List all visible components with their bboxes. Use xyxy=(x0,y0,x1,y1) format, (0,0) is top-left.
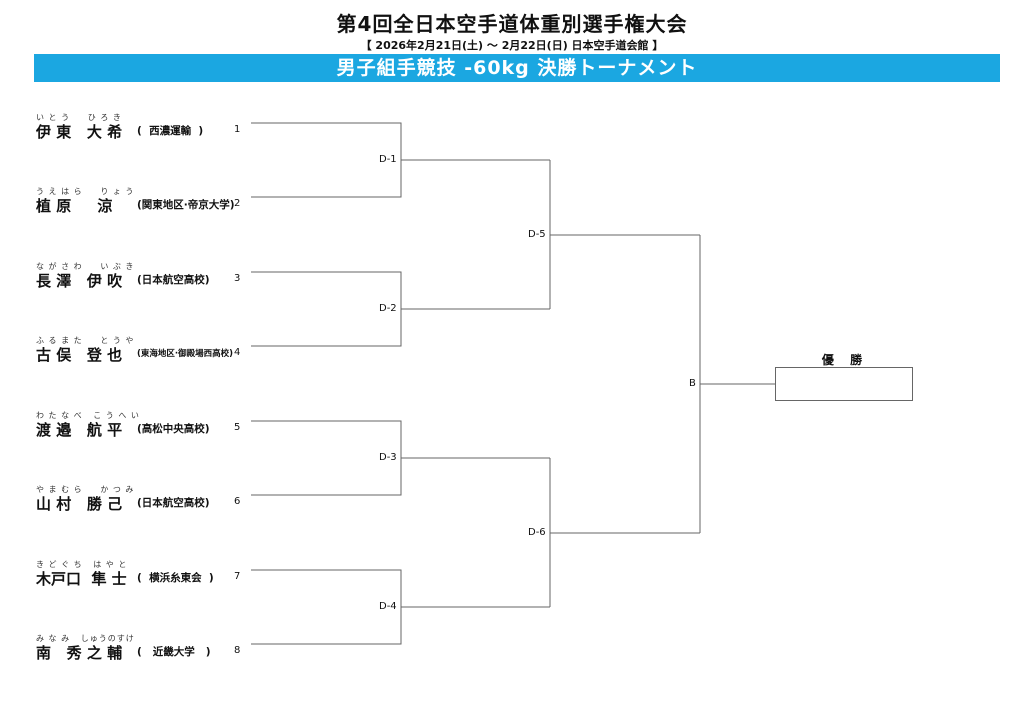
entry-seed: 1 xyxy=(234,124,241,135)
entry-team: (東海地区·御殿場西高校) xyxy=(137,349,233,359)
entry-team: ( 近畿大学 ) xyxy=(137,646,211,658)
match-label-d6: D-6 xyxy=(528,527,546,538)
entry-name: 南 秀 之 輔 xyxy=(36,644,123,662)
match-label-d5: D-5 xyxy=(528,229,546,240)
entry-4: ふ る ま た と う や 古 俣 登 也 (東海地区·御殿場西高校) 4 xyxy=(36,335,256,365)
match-label-d4: D-4 xyxy=(379,601,397,612)
entry-name: 伊 東 大 希 xyxy=(36,123,123,141)
entry-name: 長 澤 伊 吹 xyxy=(36,272,123,290)
entry-ruby: み な み しゅうのすけ xyxy=(36,634,135,643)
entry-name: 植 原 涼 xyxy=(36,197,113,215)
entry-team: ( 横浜糸東会 ) xyxy=(137,572,214,584)
match-label-d2: D-2 xyxy=(379,303,397,314)
event-date-venue: 【 2026年2月21日(土) ～ 2月22日(日) 日本空手道会館 】 xyxy=(360,39,664,52)
match-label-b: B xyxy=(689,378,696,389)
entry-2: う え は ら り ょ う 植 原 涼 (関東地区·帝京大学) 2 xyxy=(36,186,256,216)
entry-ruby: き ど ぐ ち は や と xyxy=(36,560,128,569)
entry-name: 木戸口 隼 士 xyxy=(36,570,127,588)
entry-team: ( 西濃運輸 ) xyxy=(137,125,204,137)
entry-seed: 8 xyxy=(234,645,241,656)
entry-seed: 5 xyxy=(234,422,241,433)
entry-ruby: い と う ひ ろ き xyxy=(36,113,122,122)
entry-team: (高松中央高校) xyxy=(137,423,210,435)
entry-8: み な み しゅうのすけ 南 秀 之 輔 ( 近畿大学 ) 8 xyxy=(36,633,256,663)
entry-seed: 3 xyxy=(234,273,241,284)
champion-box xyxy=(775,367,913,401)
entry-name: 山 村 勝 己 xyxy=(36,495,123,513)
entry-3: な が さ わ い ぶ き 長 澤 伊 吹 (日本航空高校) 3 xyxy=(36,261,256,291)
entry-6: や ま む ら か つ み 山 村 勝 己 (日本航空高校) 6 xyxy=(36,484,256,514)
match-label-d3: D-3 xyxy=(379,452,397,463)
entry-team: (日本航空高校) xyxy=(137,497,210,509)
division-banner: 男子組手競技 -60kg 決勝トーナメント xyxy=(34,54,1000,82)
entry-team: (日本航空高校) xyxy=(137,274,210,286)
entry-name: 渡 邉 航 平 xyxy=(36,421,123,439)
entry-ruby: わ た な べ こ う へ い xyxy=(36,411,140,420)
match-label-d1: D-1 xyxy=(379,154,397,165)
entry-ruby: や ま む ら か つ み xyxy=(36,485,135,494)
entry-seed: 6 xyxy=(234,496,241,507)
entry-seed: 7 xyxy=(234,571,241,582)
entry-seed: 4 xyxy=(234,347,241,358)
entry-ruby: な が さ わ い ぶ き xyxy=(36,262,135,271)
tournament-title: 第4回全日本空手道体重別選手権大会 xyxy=(336,12,688,36)
entry-7: き ど ぐ ち は や と 木戸口 隼 士 ( 横浜糸東会 ) 7 xyxy=(36,559,256,589)
champion-label: 優 勝 xyxy=(821,353,869,367)
entry-team: (関東地区·帝京大学) xyxy=(137,199,235,211)
entry-ruby: う え は ら り ょ う xyxy=(36,187,135,196)
entry-ruby: ふ る ま た と う や xyxy=(36,336,135,345)
entry-seed: 2 xyxy=(234,198,241,209)
entry-1: い と う ひ ろ き 伊 東 大 希 ( 西濃運輸 ) 1 xyxy=(36,112,256,142)
entry-name: 古 俣 登 也 xyxy=(36,346,123,364)
entry-5: わ た な べ こ う へ い 渡 邉 航 平 (高松中央高校) 5 xyxy=(36,410,256,440)
